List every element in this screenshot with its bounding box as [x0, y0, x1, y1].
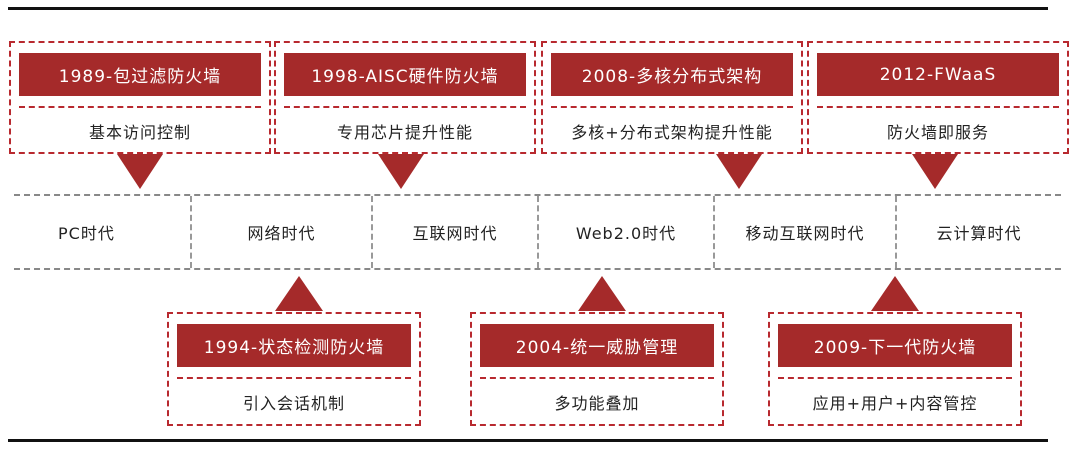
arrow-up-icon	[871, 276, 919, 311]
milestone-title: 2004-统一威胁管理	[480, 324, 714, 367]
arrow-up-icon	[578, 276, 626, 311]
milestone-desc: 多功能叠加	[554, 394, 640, 413]
card-separator	[177, 377, 411, 379]
era-cloud: 云计算时代	[936, 224, 1022, 243]
arrow-down-icon	[716, 154, 762, 189]
arrow-down-icon	[912, 154, 958, 189]
era-web2: Web2.0时代	[575, 224, 677, 243]
milestone-desc: 基本访问控制	[88, 122, 191, 142]
milestone-title: 1998-AISC硬件防火墙	[284, 53, 526, 96]
milestone-title: 2009-下一代防火墙	[778, 324, 1012, 367]
era-divider	[713, 196, 715, 268]
milestone-card-2009: 2009-下一代防火墙 应用+用户+内容管控	[768, 312, 1022, 426]
card-separator	[19, 106, 261, 108]
era-divider	[190, 196, 192, 268]
milestone-card-1989: 1989-包过滤防火墙 基本访问控制	[9, 41, 271, 154]
era-internet: 互联网时代	[412, 224, 498, 243]
card-separator	[284, 106, 526, 108]
arrow-up-icon	[275, 276, 323, 311]
card-separator	[480, 377, 714, 379]
era-divider	[371, 196, 373, 268]
milestone-card-1998: 1998-AISC硬件防火墙 专用芯片提升性能	[274, 41, 536, 154]
milestone-desc: 应用+用户+内容管控	[812, 394, 978, 413]
arrow-down-icon	[378, 154, 424, 189]
bottom-rule	[8, 439, 1048, 442]
card-separator	[778, 377, 1012, 379]
card-separator	[817, 106, 1059, 108]
milestone-title: 1994-状态检测防火墙	[177, 324, 411, 367]
milestone-title: 1989-包过滤防火墙	[19, 53, 261, 96]
milestone-title: 2008-多核分布式架构	[551, 53, 793, 96]
milestone-title: 2012-FWaaS	[817, 53, 1059, 96]
era-mobile-internet: 移动互联网时代	[745, 224, 865, 243]
timeline-top-border	[14, 194, 1061, 196]
top-rule	[8, 7, 1048, 10]
milestone-desc: 专用芯片提升性能	[336, 122, 473, 142]
era-divider	[537, 196, 539, 268]
card-separator	[551, 106, 793, 108]
milestone-card-2012: 2012-FWaaS 防火墙即服务	[807, 41, 1069, 154]
timeline-bottom-border	[14, 268, 1061, 270]
milestone-desc: 防火墙即服务	[886, 122, 989, 142]
milestone-card-2004: 2004-统一威胁管理 多功能叠加	[470, 312, 724, 426]
milestone-card-2008: 2008-多核分布式架构 多核+分布式架构提升性能	[541, 41, 803, 154]
arrow-down-icon	[117, 154, 163, 189]
era-network: 网络时代	[247, 224, 316, 243]
milestone-desc: 引入会话机制	[242, 394, 345, 413]
era-pc: PC时代	[58, 224, 115, 243]
milestone-desc: 多核+分布式架构提升性能	[571, 122, 773, 142]
milestone-card-1994: 1994-状态检测防火墙 引入会话机制	[167, 312, 421, 426]
era-divider	[895, 196, 897, 268]
